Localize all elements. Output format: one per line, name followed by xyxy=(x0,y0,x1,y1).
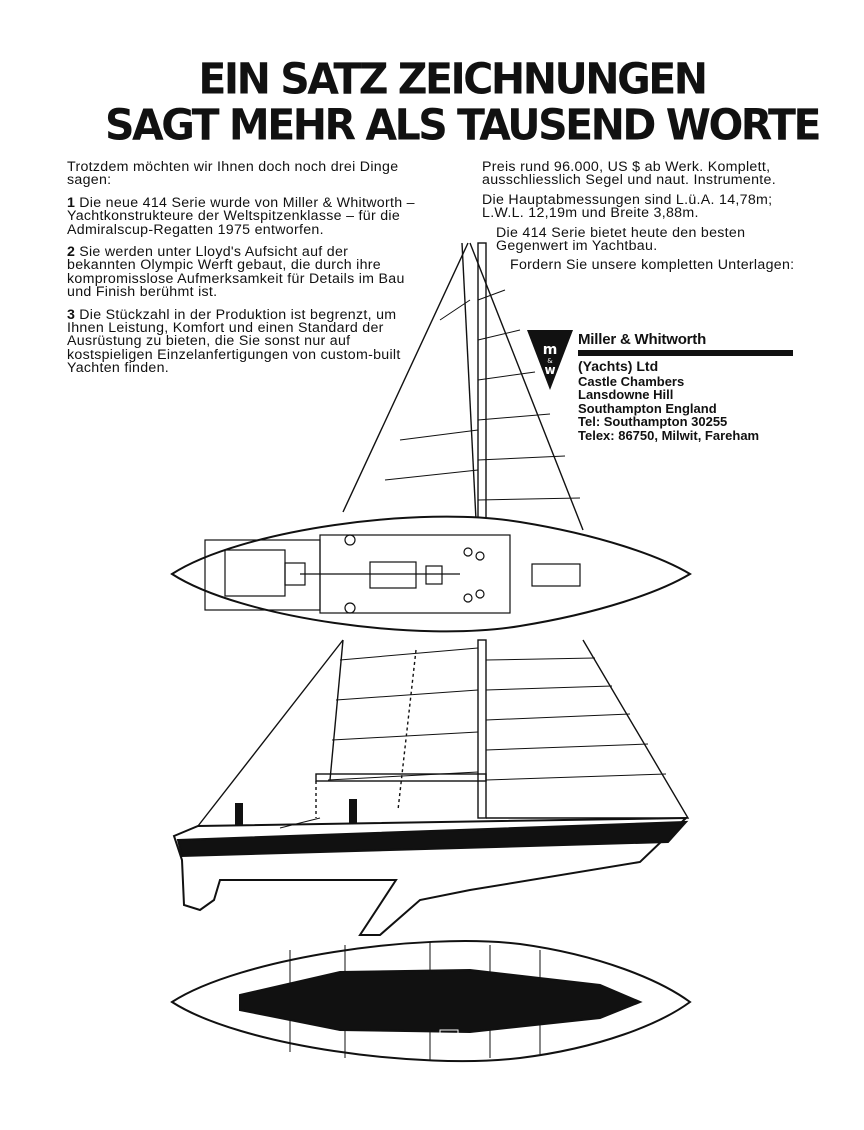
address-line: Castle Chambers xyxy=(578,373,685,389)
point-text: Sie werden unter Lloyd's Aufsicht auf de… xyxy=(67,244,405,301)
headline-line-1: EIN SATZ ZEICHNUNGEN xyxy=(198,53,708,105)
price-text: Preis rund 96.000, US $ ab Werk. Komplet… xyxy=(482,159,776,189)
address-line: Southampton England xyxy=(578,400,717,416)
svg-text:w: w xyxy=(544,363,555,377)
request-text: Fordern Sie unsere kompletten Unterlagen… xyxy=(510,257,795,274)
boom xyxy=(315,773,487,782)
company-ltd: (Yachts) Ltd xyxy=(578,358,659,374)
mast xyxy=(477,242,487,522)
point-text: Die neue 414 Serie wurde von Miller & Wh… xyxy=(67,194,415,238)
svg-text:m: m xyxy=(543,342,558,358)
address-line: Telex: 86750, Milwit, Fareham xyxy=(578,427,760,443)
company-address: (Yachts) Ltd Castle Chambers Lansdowne H… xyxy=(578,358,760,443)
interior-plan xyxy=(170,940,692,1063)
headline-line-2: SAGT MEHR ALS TAUSEND WORTE xyxy=(104,99,822,151)
hull-profile xyxy=(172,799,689,936)
company-logo-icon: m & w xyxy=(527,330,573,390)
mainsail xyxy=(461,242,477,521)
point-text: Die Stückzahl in der Produktion ist begr… xyxy=(67,306,401,377)
value-text: Die 414 Serie bietet heute den besten Ge… xyxy=(496,224,746,255)
intro-text: Trotzdem möchten wir Ihnen doch noch dre… xyxy=(67,159,399,189)
dimensions-text: Die Hauptabmessungen sind L.ü.A. 14,78m;… xyxy=(482,191,773,222)
address-line: Lansdowne Hill xyxy=(578,387,674,402)
company-name: Miller & Whitworth xyxy=(578,331,707,348)
forestay xyxy=(342,242,469,513)
point-number: 3 xyxy=(67,306,76,323)
point-number: 1 xyxy=(67,194,76,211)
deck-plan xyxy=(170,515,692,633)
address-line: Tel: Southampton 30255 xyxy=(578,414,728,429)
svg-text:&: & xyxy=(547,357,553,365)
company-rule xyxy=(578,350,793,356)
point-number: 2 xyxy=(67,244,76,261)
right-column: Preis rund 96.000, US $ ab Werk. Komplet… xyxy=(482,159,812,279)
left-column: Trotzdem möchten wir Ihnen doch noch dre… xyxy=(67,159,419,385)
